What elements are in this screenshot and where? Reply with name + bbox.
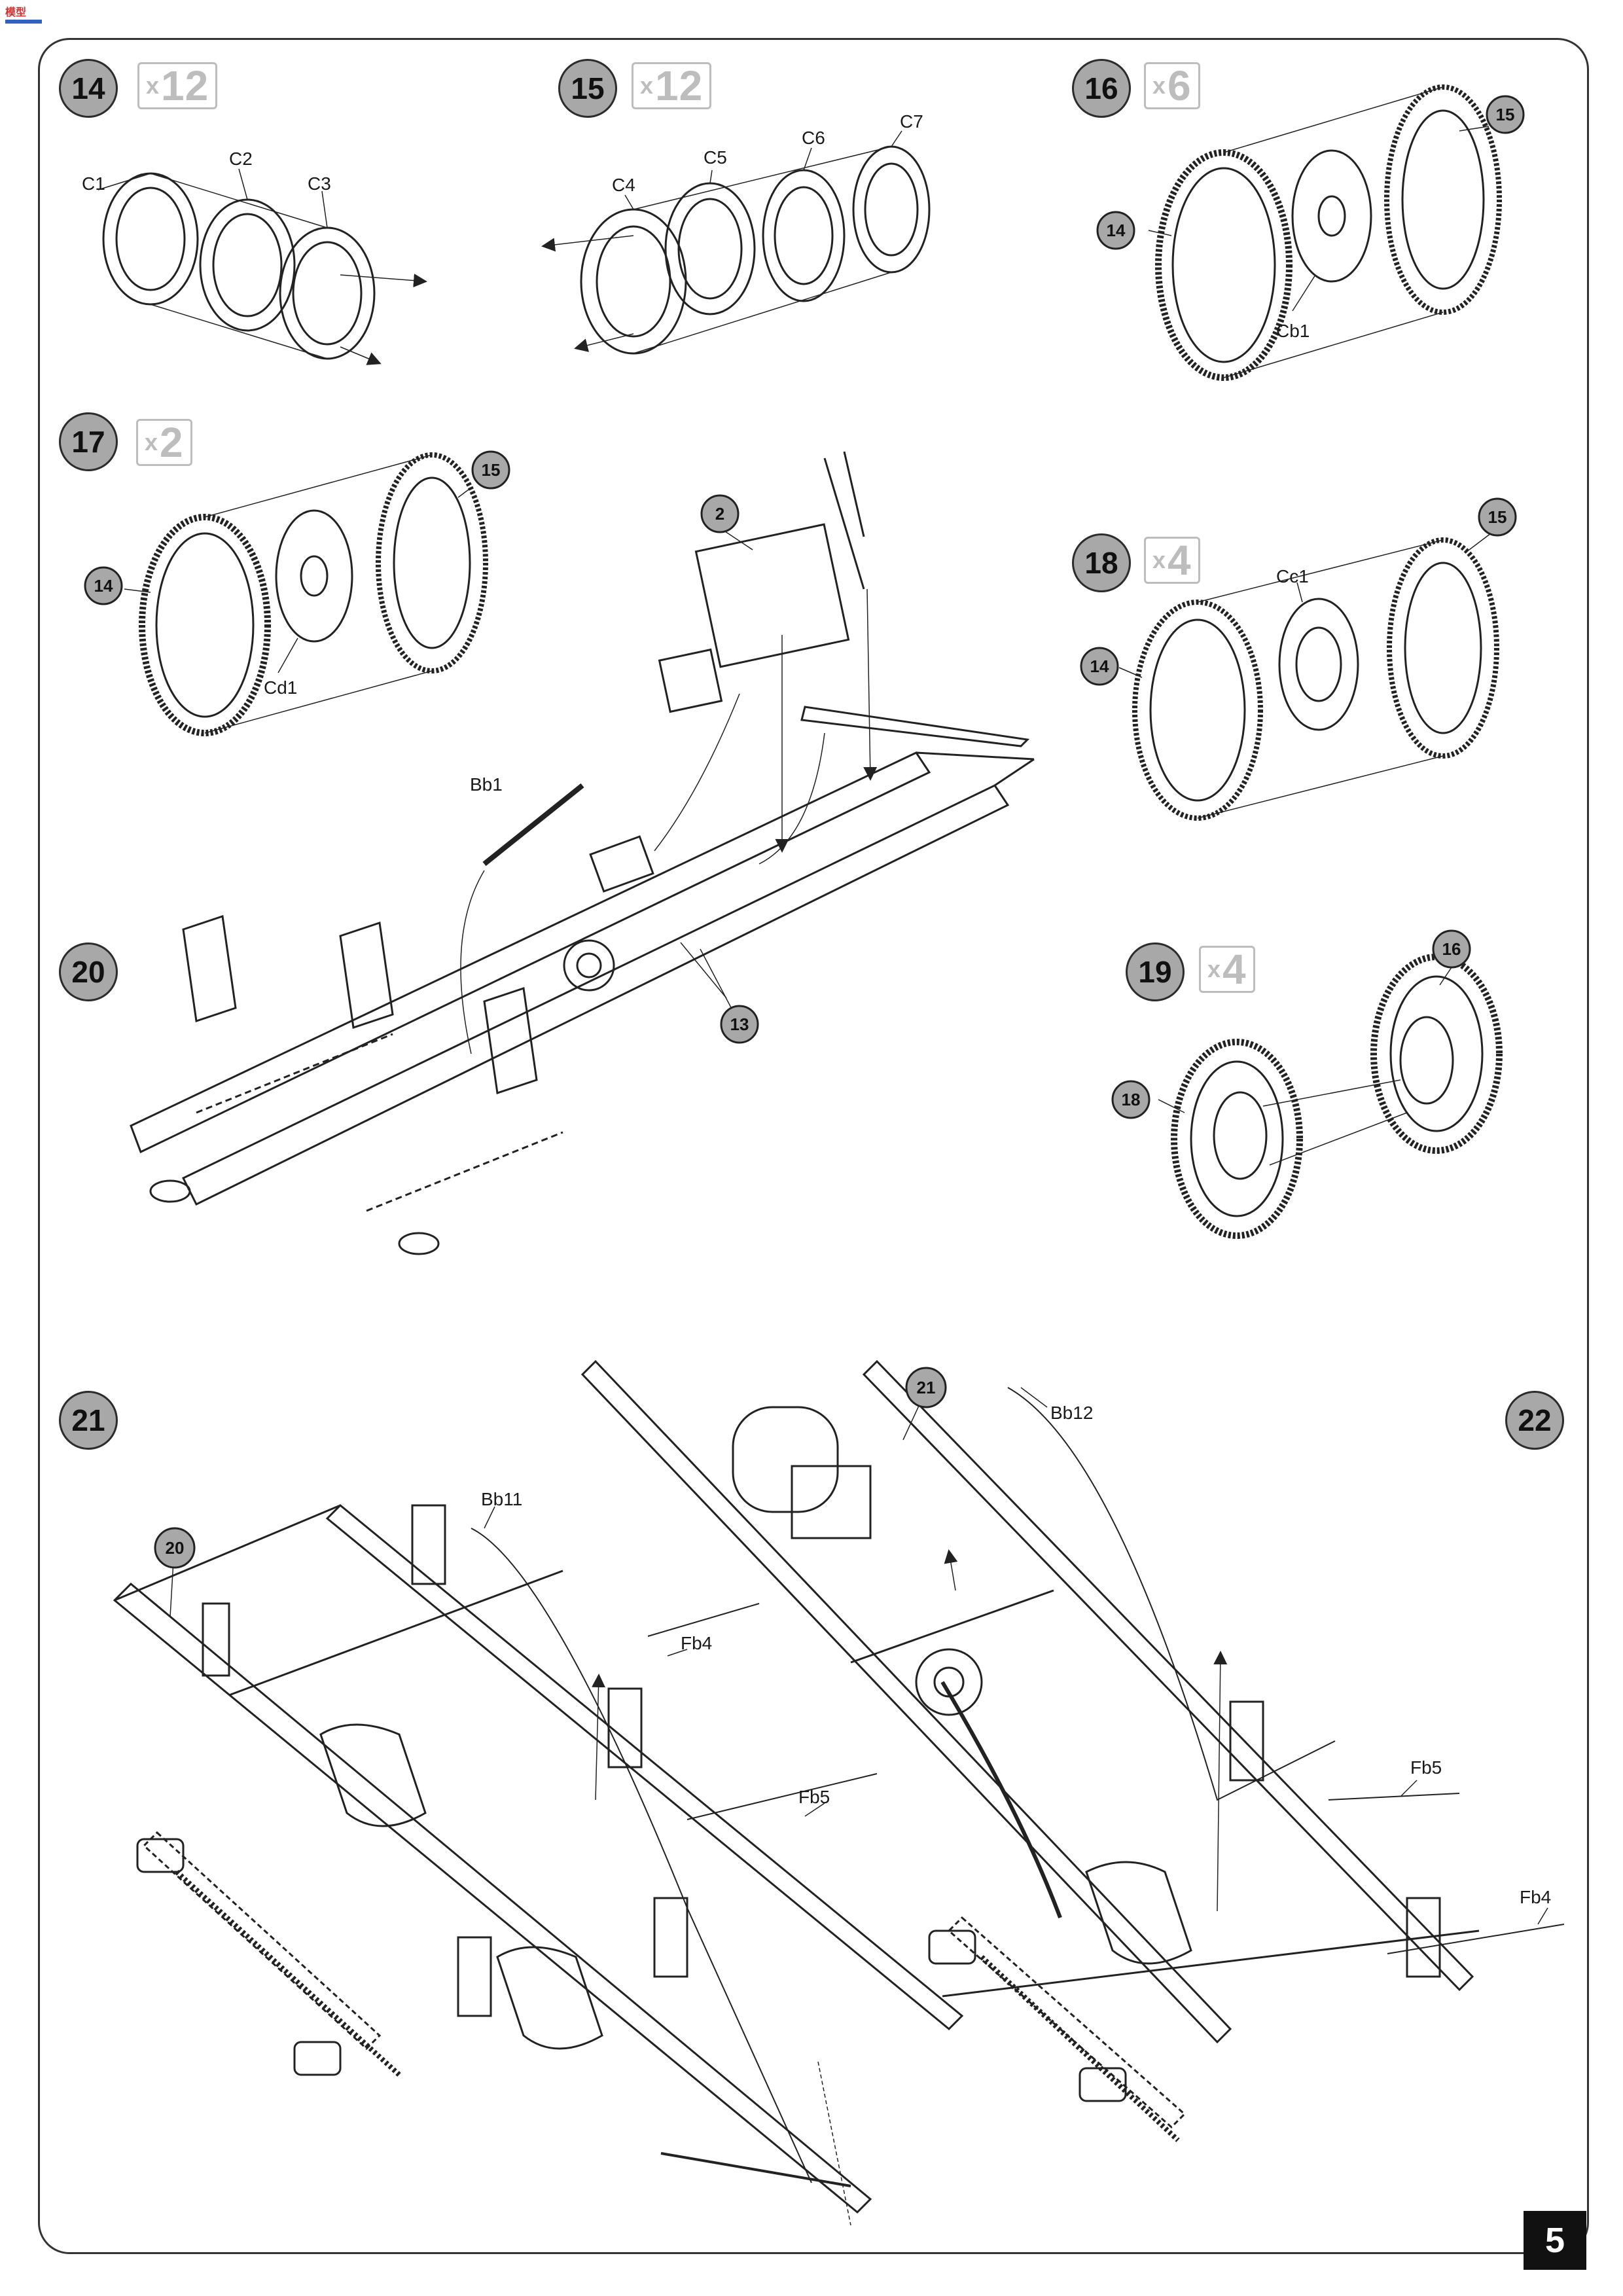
step-18-badge: 18: [1072, 533, 1131, 592]
label-fb4-left: Fb4: [681, 1633, 712, 1653]
svg-text:模型: 模型: [5, 6, 26, 18]
callout-14-step18: 14: [1090, 656, 1109, 676]
step-16-badge: 16: [1072, 59, 1131, 118]
label-c1: C1: [82, 173, 105, 194]
step-21-badge: 21: [59, 1391, 118, 1450]
step-17-badge: 17: [59, 412, 118, 471]
callout-14-step16: 14: [1107, 221, 1126, 240]
label-c2: C2: [229, 149, 253, 169]
mult-x: x: [1152, 547, 1167, 573]
step-19-multiplier: x4: [1199, 946, 1255, 993]
label-cd1: Cd1: [264, 677, 297, 698]
label-fb5-right: Fb5: [1410, 1757, 1442, 1778]
callout-leaders: [169, 523, 1548, 1925]
label-c6: C6: [802, 128, 825, 148]
callout-2: 2: [715, 504, 724, 524]
step20-chassis: [130, 451, 1035, 1255]
step-15-multiplier: x12: [632, 62, 712, 109]
mult-count: 12: [161, 62, 209, 109]
label-c3: C3: [308, 173, 331, 194]
step15-rings: [541, 130, 931, 355]
mult-x: x: [640, 72, 654, 99]
step21-chassis: [113, 1503, 964, 2226]
label-cc1: Cc1: [1276, 566, 1309, 586]
step14-rings: [98, 168, 427, 365]
step17-wheel: [124, 452, 488, 736]
step-14-badge: 14: [59, 59, 118, 118]
mult-count: 12: [655, 62, 704, 109]
mult-x: x: [145, 429, 159, 456]
mult-count: 2: [160, 419, 184, 466]
step-17-multiplier: x2: [136, 419, 192, 466]
page-frame: [38, 38, 1589, 2254]
step18-wheel: [1118, 533, 1499, 821]
mult-x: x: [1152, 72, 1167, 99]
label-bb11: Bb11: [481, 1489, 522, 1509]
mult-count: 4: [1222, 946, 1247, 993]
callout-16: 16: [1442, 939, 1461, 959]
callouts: 15 14 15 14 2 13 15 14 16 18 20 21: [84, 95, 1525, 1569]
step22-chassis: [580, 1359, 1565, 2142]
mult-count: 4: [1168, 537, 1192, 584]
step-16-multiplier: x6: [1144, 62, 1200, 109]
step16-wheel: [1148, 84, 1502, 381]
step-20-badge: 20: [59, 942, 118, 1001]
label-cb1: Cb1: [1276, 321, 1310, 341]
publisher-logo: 模型: [5, 6, 42, 24]
page-number: 5: [1524, 2211, 1586, 2270]
callout-14-step17: 14: [94, 576, 113, 596]
callout-15-step17: 15: [482, 460, 501, 480]
mult-x: x: [1207, 956, 1222, 982]
step-15-badge: 15: [558, 59, 617, 118]
label-c4: C4: [612, 175, 635, 195]
label-c7: C7: [900, 111, 923, 132]
label-bb1: Bb1: [470, 774, 503, 795]
step19-wheels: [1158, 954, 1503, 1239]
step-18-multiplier: x4: [1144, 537, 1200, 584]
callout-15-step18: 15: [1488, 507, 1507, 527]
mult-x: x: [146, 72, 160, 99]
label-c5: C5: [704, 147, 727, 168]
label-fb4-right: Fb4: [1520, 1887, 1551, 1907]
label-fb5-left: Fb5: [798, 1787, 830, 1807]
callout-13: 13: [730, 1014, 749, 1034]
label-bb12: Bb12: [1050, 1403, 1093, 1423]
callout-21: 21: [917, 1378, 936, 1397]
step-19-badge: 19: [1126, 942, 1185, 1001]
step-14-multiplier: x12: [137, 62, 218, 109]
callout-18: 18: [1122, 1090, 1141, 1109]
callout-20: 20: [166, 1538, 185, 1558]
step-22-badge: 22: [1505, 1391, 1564, 1450]
callout-15-step16: 15: [1496, 105, 1515, 124]
mult-count: 6: [1168, 62, 1192, 109]
